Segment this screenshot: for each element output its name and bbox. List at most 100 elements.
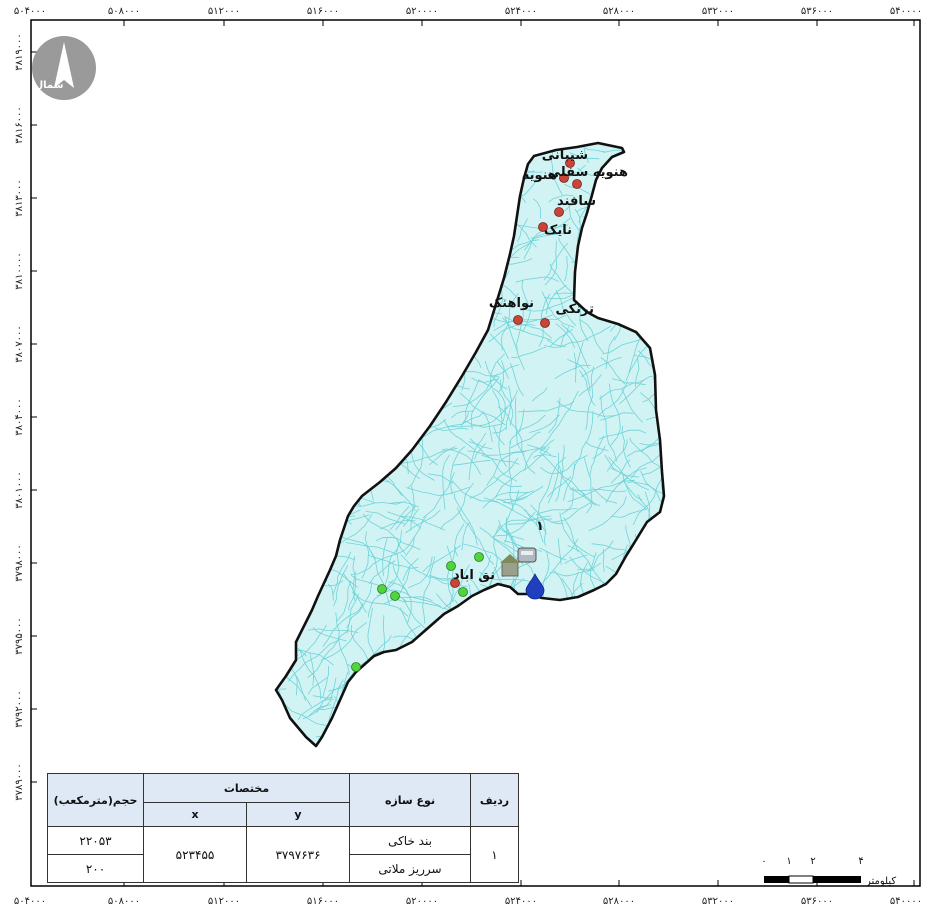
structure-table: حجم(مترمکعب) مختصات نوع سازه ردیف x y ۲۲… <box>47 773 520 883</box>
stream-line <box>468 432 487 481</box>
y-tick-label: ۳۸۱۳۰۰۰ <box>14 179 25 217</box>
stream-line <box>427 473 454 484</box>
stream-line <box>341 650 382 692</box>
stream-line <box>492 389 507 467</box>
stream-line <box>501 293 519 351</box>
place-label: ترنکی <box>555 302 594 317</box>
stream-line <box>621 426 631 468</box>
stream-line <box>482 491 530 509</box>
stream-line <box>498 360 505 393</box>
stream-line <box>521 279 531 333</box>
structure-dot <box>351 662 361 672</box>
stream-line <box>362 513 406 554</box>
x-axis-top: ۵۰۴۰۰۰ ۵۰۸۰۰۰ ۵۱۲۰۰۰ ۵۱۶۰۰۰ ۵۲۰۰۰۰ ۵۲۴۰۰… <box>14 6 922 17</box>
stream-line <box>574 342 584 370</box>
stream-line <box>592 445 606 459</box>
y-axis-left: ۳۸۱۹۰۰۰ ۳۸۱۶۰۰۰ ۳۸۱۳۰۰۰ ۳۸۱۰۰۰۰ ۳۸۰۷۰۰۰ … <box>14 33 25 801</box>
stream-line <box>536 513 564 525</box>
stream-line <box>602 337 646 355</box>
stream-line <box>555 323 576 349</box>
water-drop-icon <box>525 573 545 600</box>
stream-line <box>405 486 470 497</box>
stream-line <box>489 333 509 360</box>
stream-line <box>464 420 503 428</box>
y-tick-label: ۳۷۸۹۰۰۰ <box>14 763 25 801</box>
stream-line <box>591 487 618 504</box>
stream-line <box>529 414 560 433</box>
stream-line <box>632 475 664 526</box>
stream-line <box>443 564 470 609</box>
stream-line <box>583 457 593 514</box>
stream-line <box>630 420 664 479</box>
place-label: نق اباد <box>453 568 495 583</box>
stream-line <box>452 459 491 466</box>
stream-line <box>299 648 322 700</box>
header-coords: مختصات <box>142 773 351 803</box>
stream-line <box>579 319 605 354</box>
stream-line <box>556 400 616 417</box>
stream-line <box>322 665 330 698</box>
x-tick-label: ۵۰۸۰۰۰ <box>108 896 140 907</box>
stream-line <box>294 673 306 701</box>
stream-line <box>561 324 589 369</box>
y-tick-label: ۳۸۱۹۰۰۰ <box>14 33 25 71</box>
stream-line <box>342 572 367 613</box>
stream-line <box>589 435 605 477</box>
stream-line <box>496 511 536 537</box>
stream-line <box>479 571 532 583</box>
stream-line <box>428 446 456 466</box>
cell-volume-2: ۲۰۰ <box>47 854 144 883</box>
stream-line <box>567 359 591 392</box>
stream-line <box>384 589 442 607</box>
stream-line <box>641 434 662 452</box>
stream-line <box>450 446 466 495</box>
stream-line <box>569 152 600 160</box>
stream-line <box>564 554 588 564</box>
stream-line <box>516 431 536 475</box>
stream-line <box>640 470 664 529</box>
x-tick-label: ۵۳۶۰۰۰ <box>801 896 833 907</box>
place-labels: شیبانی هنویه سفلی هنویه سافند نایک نواهن… <box>453 148 628 583</box>
stream-line <box>402 558 419 581</box>
stream-line <box>479 527 524 565</box>
x-tick-label: ۵۳۲۰۰۰ <box>702 896 734 907</box>
stream-line <box>403 485 415 527</box>
stream-line <box>517 218 528 242</box>
x-tick-label: ۵۲۴۰۰۰ <box>505 6 537 17</box>
stream-line <box>493 315 566 332</box>
stream-line <box>567 479 635 503</box>
place-label: هنویه سفلی <box>548 165 628 180</box>
header-row: ردیف <box>470 773 520 827</box>
stream-line <box>546 476 572 498</box>
stream-line <box>469 438 518 482</box>
north-arrow: شمال <box>32 36 96 100</box>
stream-line <box>585 441 609 451</box>
x-tick-label: ۵۱۲۰۰۰ <box>208 6 240 17</box>
stream-line <box>629 437 664 471</box>
stream-line <box>404 536 415 557</box>
stream-line <box>497 361 509 380</box>
stream-line <box>393 598 456 614</box>
stream-line <box>333 565 349 607</box>
north-arrow-label: شمال <box>35 80 64 91</box>
stream-line <box>375 536 421 551</box>
stream-line <box>584 147 607 153</box>
stream-line <box>581 143 589 163</box>
y-tick-label: ۳۸۱۰۰۰۰ <box>14 252 25 290</box>
cell-type-2: سرریز ملاتی <box>349 854 472 883</box>
stream-line <box>523 224 569 260</box>
stream-line <box>322 602 364 648</box>
stream-line <box>597 381 628 418</box>
x-tick-label: ۵۲۰۰۰۰ <box>406 896 438 907</box>
structure-dot <box>377 584 387 594</box>
stream-line <box>627 481 664 497</box>
stream-line <box>350 554 393 575</box>
stream-line <box>395 505 417 531</box>
stream-line <box>500 379 514 426</box>
stream-line <box>559 512 595 558</box>
stream-line <box>361 531 370 579</box>
stream-line <box>567 545 605 585</box>
stream-line <box>600 357 626 385</box>
stream-line <box>618 467 647 485</box>
